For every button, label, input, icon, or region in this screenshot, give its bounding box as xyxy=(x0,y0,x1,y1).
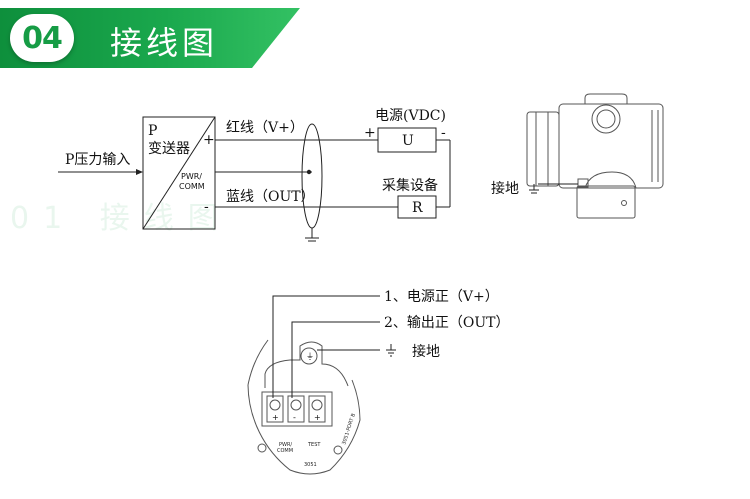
ground-screw-mark: ⏚ xyxy=(306,352,314,361)
terminal-label-1: 1、电源正（V+） xyxy=(384,289,499,305)
terminal-inner-top xyxy=(264,341,349,388)
terminal-comm-text: COMM xyxy=(277,448,293,454)
input-arrow-head xyxy=(136,169,143,175)
transmitter-minus: - xyxy=(204,199,209,215)
terminal-screw-1-box xyxy=(266,395,284,423)
blue-wire-label: 蓝线（OUT） xyxy=(226,189,315,205)
comm-label: COMM xyxy=(179,182,205,191)
terminal-screw-3 xyxy=(311,399,323,411)
terminal-pwr-text: PWR/ xyxy=(279,442,292,448)
terminal-block-drawing: ⏚ + - + PWR/ COMM TEST 3051 3051-PORT B xyxy=(247,289,510,475)
power-minus: - xyxy=(441,125,446,141)
terminal-2-sign: - xyxy=(293,413,296,422)
housing-left-cap xyxy=(526,111,560,187)
terminal-test-text: TEST xyxy=(307,442,321,448)
cable-entry-outer xyxy=(591,104,621,134)
section-title: 接线图 xyxy=(110,24,219,62)
transmitter-plus: + xyxy=(203,132,215,148)
terminal-outline-bottom xyxy=(247,379,361,475)
terminal-ground-screw xyxy=(300,347,318,365)
base-screw xyxy=(621,200,627,206)
section-number-badge: 04 xyxy=(10,14,74,62)
housing-ground-label: 接地 xyxy=(491,180,519,197)
transmitter-name-label: 变送器 xyxy=(148,141,190,157)
power-supply-label: 电源(VDC) xyxy=(375,108,446,124)
power-box-label: U xyxy=(402,133,414,149)
cable-entry-inner xyxy=(596,109,616,129)
terminal-screw-1 xyxy=(269,399,281,411)
terminal-side-text: 3051-PORT B xyxy=(341,412,357,445)
mount-screw-left xyxy=(257,443,267,453)
housing-top-boss xyxy=(584,93,628,104)
terminal-strip xyxy=(261,391,333,427)
power-plus: + xyxy=(364,125,376,141)
housing-body xyxy=(558,103,664,189)
terminal-screw-3-box xyxy=(308,395,326,423)
transmitter-p-label: P xyxy=(148,123,157,139)
pressure-input-label: P压力输入 xyxy=(65,152,130,168)
terminal-screw-2-box xyxy=(287,395,305,423)
wiring-schematic: P压力输入 P 变送器 PWR/ COMM + - 红线（V+） 蓝线（OUT） xyxy=(58,108,451,242)
terminal-screw-2 xyxy=(290,399,302,411)
transmitter-box xyxy=(142,116,216,230)
terminal-label-2: 2、输出正（OUT） xyxy=(384,315,510,331)
leader-line-2 xyxy=(291,321,380,398)
leader-line-1 xyxy=(272,295,380,398)
terminal-outline-left-top xyxy=(247,339,269,386)
watermark-text: 01 接线图 xyxy=(10,201,232,236)
junction-dot xyxy=(306,169,312,175)
transmitter-diagonal xyxy=(142,116,216,230)
transmitter-housing-drawing: 接地 xyxy=(491,93,664,219)
mount-screw-right xyxy=(333,445,343,455)
terminal-3-sign: + xyxy=(314,413,321,422)
red-wire-label: 红线（V+） xyxy=(226,120,304,136)
pwr-label: PWR/ xyxy=(181,172,202,181)
terminal-label-3: 接地 xyxy=(412,343,440,360)
terminal-model-text: 3051 xyxy=(304,462,317,468)
ground-lug xyxy=(577,178,589,188)
housing-neck xyxy=(584,171,637,189)
collector-label: 采集设备 xyxy=(382,177,438,194)
section-number: 04 xyxy=(22,20,63,56)
terminal-1-sign: + xyxy=(272,413,279,422)
collector-box-label: R xyxy=(412,200,423,216)
housing-base xyxy=(576,185,636,219)
